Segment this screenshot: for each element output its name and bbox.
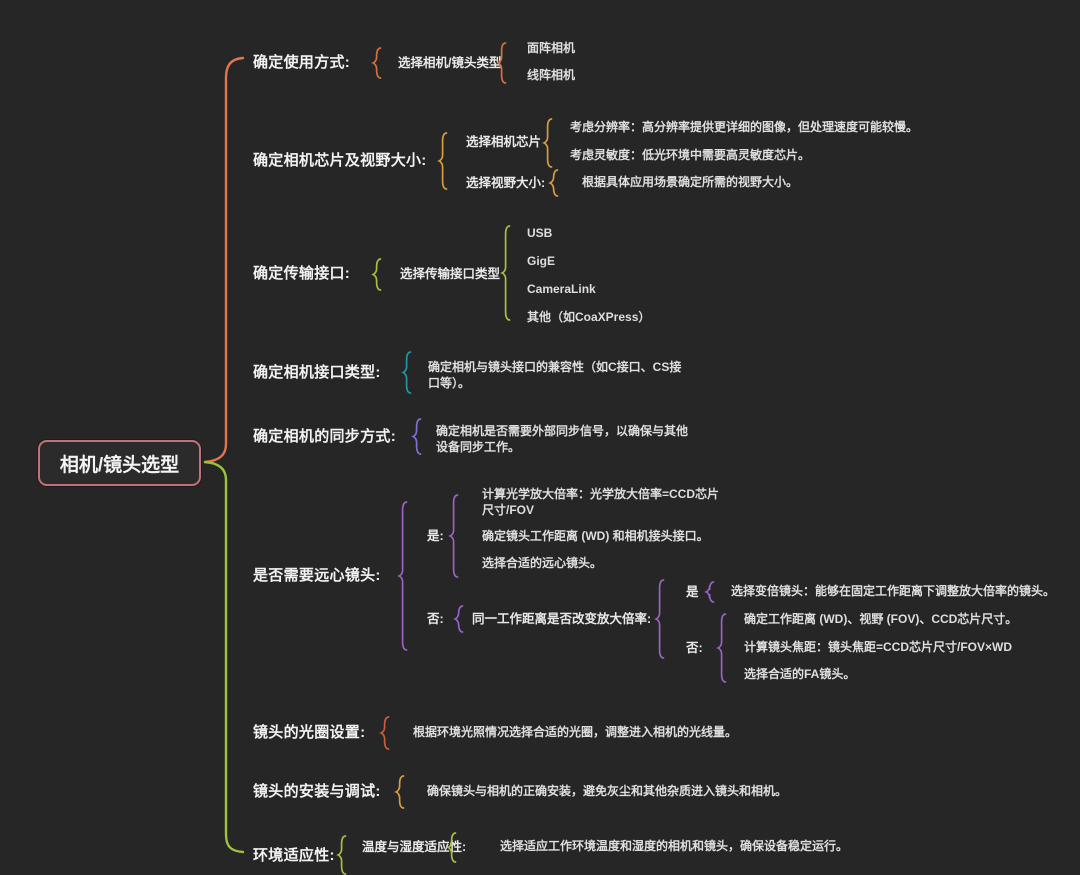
brace-connector <box>453 605 464 633</box>
leaf-gige[interactable]: GigE <box>527 254 556 268</box>
topic-chip-fov[interactable]: 确定相机芯片及视野大小: <box>253 152 427 169</box>
topic-usage-mode[interactable]: 确定使用方式: <box>253 54 351 71</box>
topic-mount-type[interactable]: 确定相机接口类型: <box>253 364 381 381</box>
leaf-usb[interactable]: USB <box>527 226 553 240</box>
brace-connector <box>397 501 408 651</box>
node-camera-lens-type[interactable]: 选择相机/镜头类型 <box>398 56 502 70</box>
leaf-line-camera[interactable]: 线阵相机 <box>527 68 576 82</box>
node-select-fov[interactable]: 选择视野大小: <box>466 176 546 190</box>
brace-connector <box>446 832 457 863</box>
topic-telecentric-needed[interactable]: 是否需要远心镜头: <box>253 567 381 584</box>
topic-install-debug[interactable]: 镜头的安装与调试: <box>253 783 381 800</box>
leaf-other-coaxpress[interactable]: 其他（如CoaXPress） <box>527 310 651 324</box>
brace-connector <box>500 225 511 321</box>
leaf-sensitivity[interactable]: 考虑灵敏度：低光环境中需要高灵敏度芯片。 <box>570 148 811 162</box>
node-magnification-change[interactable]: 同一工作距离是否改变放大倍率: <box>472 612 652 626</box>
leaf-fov-by-scene[interactable]: 根据具体应用场景确定所需的视野大小。 <box>582 175 799 189</box>
brace-connector <box>437 132 448 190</box>
leaf-choose-telecentric[interactable]: 选择合适的远心镜头。 <box>482 556 603 570</box>
node-temp-humidity[interactable]: 温度与湿度适应性: <box>362 840 467 854</box>
node-no[interactable]: 否: <box>427 612 444 626</box>
leaf-stable-operation[interactable]: 选择适应工作环境温度和湿度的相机和镜头，确保设备稳定运行。 <box>500 839 849 853</box>
topic-environment-adaptability[interactable]: 环境适应性: <box>253 847 335 864</box>
leaf-correct-install[interactable]: 确保镜头与相机的正确安装，避免灰尘和其他杂质进入镜头和相机。 <box>427 784 788 798</box>
leaf-optical-magnification[interactable]: 计算光学放大倍率：光学放大倍率=CCD芯片尺寸/FOV <box>482 487 720 517</box>
topic-sync-mode[interactable]: 确定相机的同步方式: <box>253 428 396 445</box>
leaf-cameralink[interactable]: CameraLink <box>527 282 596 296</box>
brace-connector <box>411 418 422 455</box>
brace-connector <box>401 351 412 394</box>
brace-connector <box>371 47 382 79</box>
brace-connector <box>548 169 559 197</box>
leaf-area-camera[interactable]: 面阵相机 <box>527 41 576 55</box>
leaf-mount-compatibility[interactable]: 确定相机与镜头接口的兼容性（如C接口、CS接口等）。 <box>428 360 682 390</box>
root-topic[interactable]: 相机/镜头选型 <box>38 440 201 486</box>
brace-connector <box>448 494 459 578</box>
leaf-wd-fov-ccd[interactable]: 确定工作距离 (WD)、视野 (FOV)、CCD芯片尺寸。 <box>744 612 1018 626</box>
brace-connector <box>542 118 553 168</box>
brace-connector <box>704 581 715 603</box>
node-yes-zoom[interactable]: 是 <box>686 585 699 599</box>
leaf-choose-fa-lens[interactable]: 选择合适的FA镜头。 <box>744 667 856 681</box>
node-no-fa[interactable]: 否: <box>686 641 703 655</box>
brace-connector <box>654 579 665 659</box>
leaf-resolution[interactable]: 考虑分辨率：高分辨率提供更详细的图像，但处理速度可能较慢。 <box>570 120 919 134</box>
leaf-external-sync[interactable]: 确定相机是否需要外部同步信号，以确保与其他设备同步工作。 <box>436 424 689 454</box>
brace-connector <box>716 613 727 683</box>
node-select-chip[interactable]: 选择相机芯片 <box>466 135 542 149</box>
leaf-focal-length[interactable]: 计算镜头焦距：镜头焦距=CCD芯片尺寸/FOV×WD <box>744 640 1013 654</box>
brace-connector <box>336 835 347 875</box>
brace-connector <box>394 775 405 809</box>
node-interface-type[interactable]: 选择传输接口类型 <box>400 267 501 281</box>
topic-aperture-setting[interactable]: 镜头的光圈设置: <box>253 724 366 741</box>
leaf-zoom-lens[interactable]: 选择变倍镜头：能够在固定工作距离下调整放大倍率的镜头。 <box>731 584 1056 598</box>
leaf-aperture-by-light[interactable]: 根据环境光照情况选择合适的光圈，调整进入相机的光线量。 <box>413 725 738 739</box>
brace-connector <box>379 716 390 750</box>
node-yes[interactable]: 是: <box>427 529 444 543</box>
brace-connector <box>371 258 382 291</box>
topic-transfer-interface[interactable]: 确定传输接口: <box>253 265 351 282</box>
leaf-working-distance[interactable]: 确定镜头工作距离 (WD) 和相机接头接口。 <box>482 529 709 543</box>
brace-connector <box>496 42 507 84</box>
